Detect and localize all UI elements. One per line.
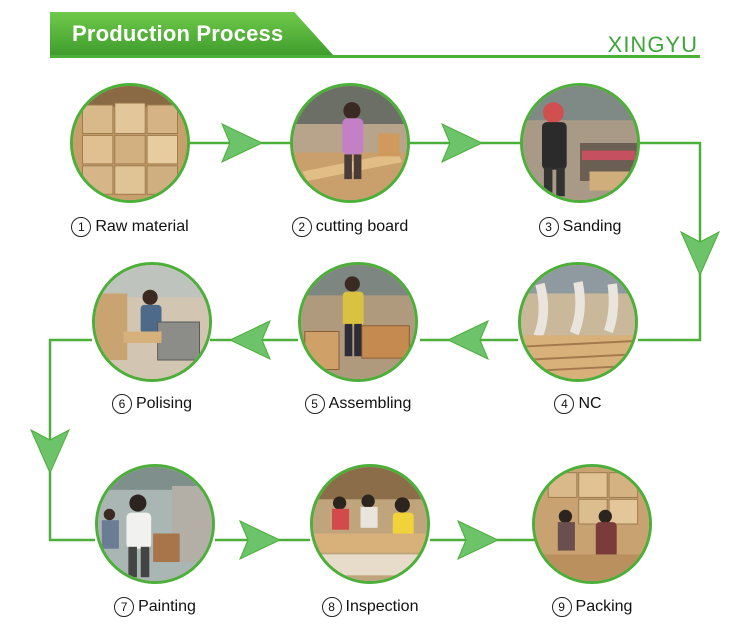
step-4-label: 4 NC	[478, 394, 678, 414]
connector-6-7	[29, 338, 95, 542]
step-number: 1	[71, 217, 92, 237]
step-number: 9	[551, 597, 572, 617]
step-name: NC	[578, 395, 602, 412]
step-number: 7	[114, 597, 135, 617]
step-name: Packing	[575, 598, 633, 615]
worker-cutting-photo-icon	[293, 86, 407, 200]
worker-painting-photo-icon	[98, 467, 212, 581]
step-2-label: 2 cutting board	[250, 217, 450, 237]
step-9-label: 9 Packing	[492, 597, 692, 617]
step-7-photo	[95, 464, 215, 584]
connector-3-4	[638, 141, 721, 342]
workers-packing-photo-icon	[535, 467, 649, 581]
step-3-label: 3 Sanding	[480, 217, 680, 237]
step-name: Assembling	[328, 395, 412, 412]
worker-assembling-photo-icon	[301, 265, 415, 379]
step-5-photo	[298, 262, 418, 382]
step-6-photo	[92, 262, 212, 382]
step-name: Raw material	[95, 218, 189, 235]
step-9-photo	[532, 464, 652, 584]
step-number: 6	[111, 394, 132, 414]
step-number: 2	[291, 217, 312, 237]
connector-1-2	[190, 122, 290, 164]
connector-5-6	[210, 319, 298, 361]
step-number: 8	[321, 597, 342, 617]
connector-7-8	[215, 519, 310, 561]
connector-4-5	[420, 319, 518, 361]
step-4-photo	[518, 262, 638, 382]
step-number: 4	[554, 394, 575, 414]
step-2-photo	[290, 83, 410, 203]
cnc-machine-photo-icon	[521, 265, 635, 379]
step-number: 3	[538, 217, 559, 237]
step-5-label: 5 Assembling	[258, 394, 458, 414]
step-name: Polising	[135, 395, 193, 412]
step-name: Inspection	[345, 598, 419, 615]
stacked-cartons-photo-icon	[73, 86, 187, 200]
step-name: cutting board	[315, 218, 409, 235]
workers-inspecting-photo-icon	[313, 467, 427, 581]
step-name: Painting	[138, 598, 196, 615]
brand-name: XINGYU	[607, 32, 698, 57]
step-number: 5	[304, 394, 325, 414]
step-1-photo	[70, 83, 190, 203]
page-title: Production Process	[72, 21, 284, 46]
step-8-label: 8 Inspection	[270, 597, 470, 617]
header-divider	[50, 55, 700, 58]
connector-2-3	[410, 122, 520, 164]
step-3-photo	[520, 83, 640, 203]
header-banner	[50, 12, 334, 56]
step-6-label: 6 Polising	[52, 394, 252, 414]
step-name: Sanding	[562, 218, 622, 235]
connector-8-9	[430, 519, 535, 561]
step-1-label: 1 Raw material	[30, 217, 230, 237]
worker-polishing-photo-icon	[95, 265, 209, 379]
step-7-label: 7 Painting	[55, 597, 255, 617]
step-8-photo	[310, 464, 430, 584]
worker-sanding-photo-icon	[523, 86, 637, 200]
